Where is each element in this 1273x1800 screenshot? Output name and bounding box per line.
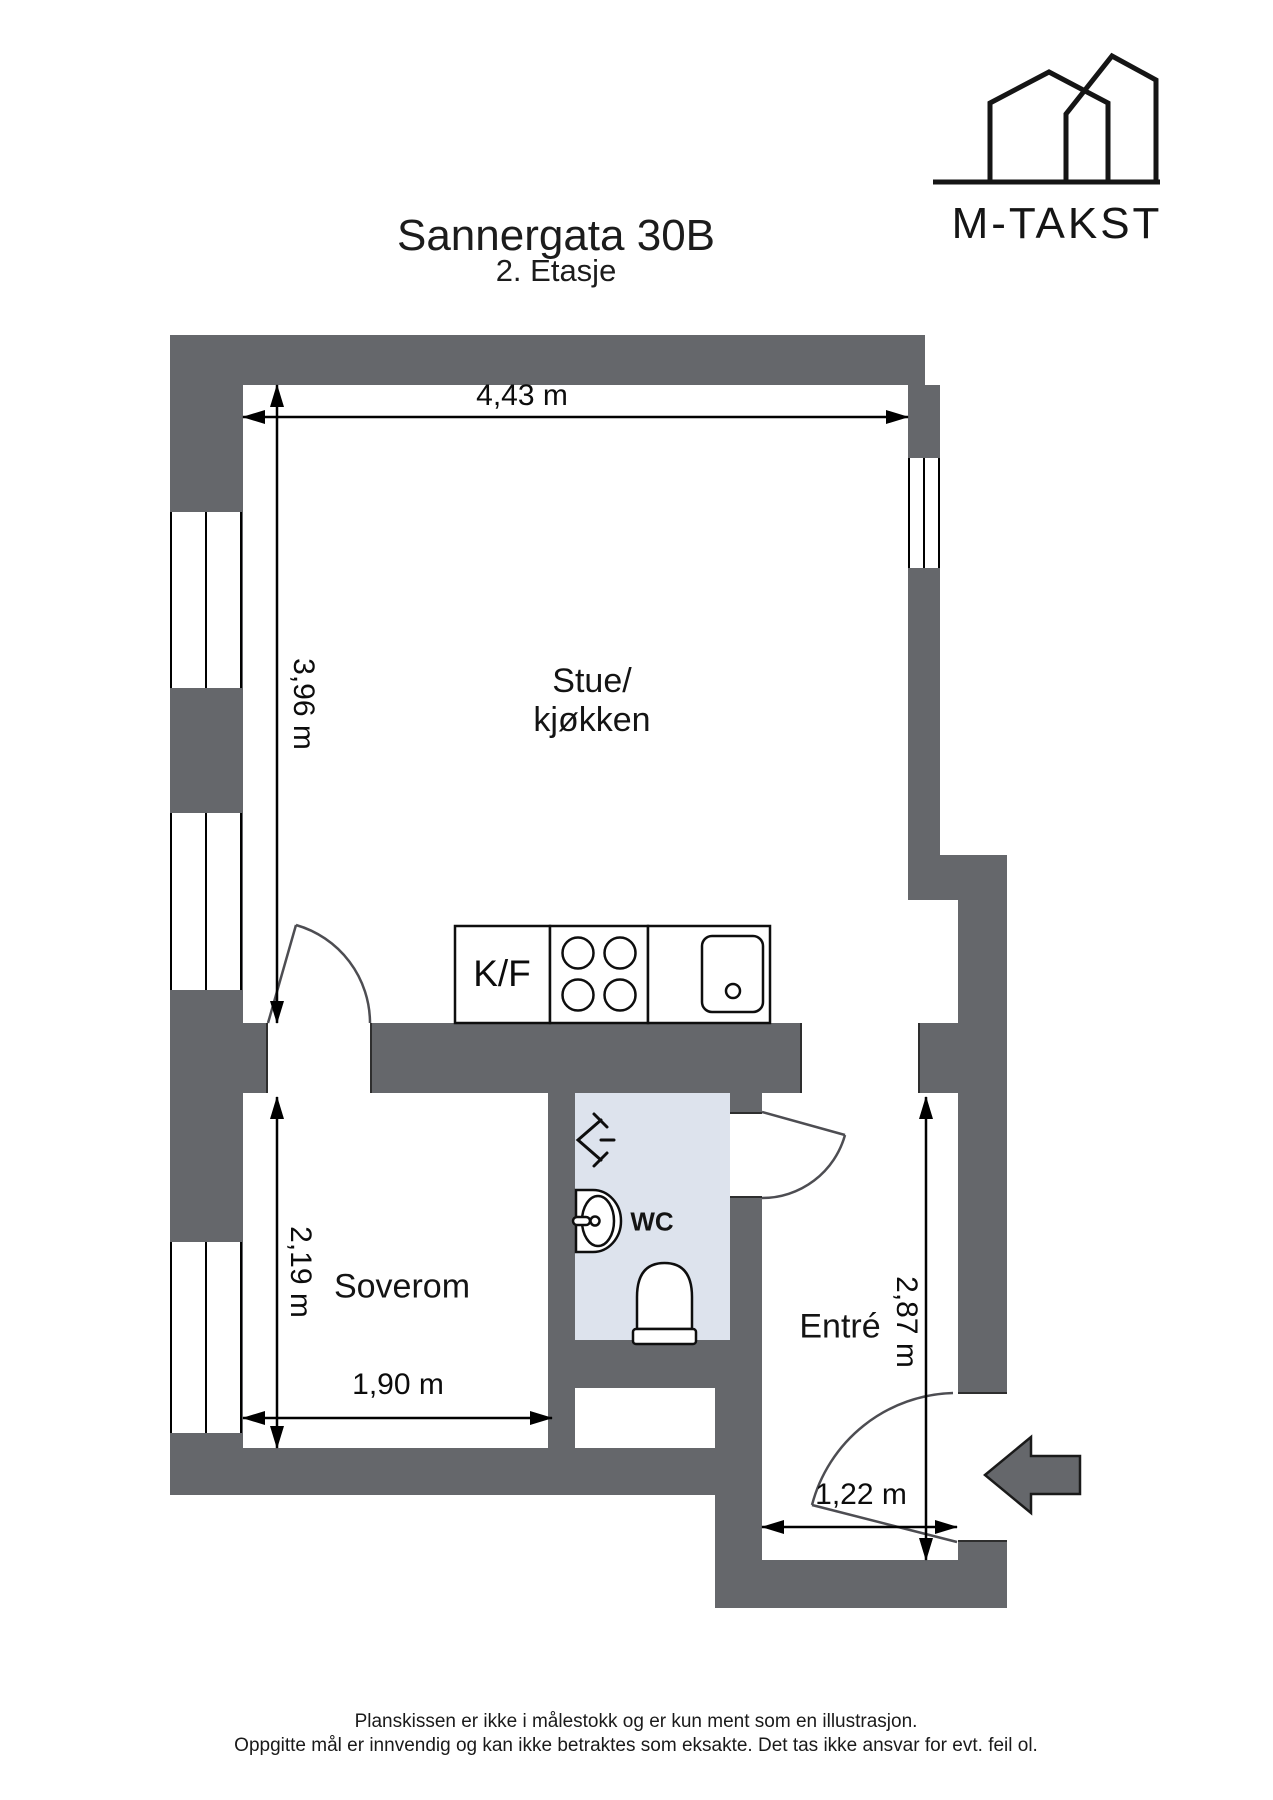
wall-top (170, 335, 925, 385)
mtakst-logo-icon (933, 52, 1160, 185)
dim-label-entry-width: 1,22 m (815, 1478, 907, 1511)
dim-label-bedroom-height: 2,19 m (284, 1226, 317, 1318)
sink-basin-icon (700, 934, 765, 1014)
wall-bedroom-bottom (170, 1448, 715, 1495)
room-label-wc: WC (630, 1206, 674, 1237)
room-label-bedroom: Soverom (333, 1267, 471, 1306)
entrance-arrow-icon (983, 1434, 1082, 1516)
door-opening-bedroom (266, 1023, 372, 1093)
page-title: Sannergata 30B (396, 211, 716, 260)
disclaimer-line-1: Planskissen er ikke i målestokk og er ku… (354, 1711, 918, 1732)
logo-house-left (987, 69, 1111, 182)
window-living-right (908, 458, 940, 568)
entrance-door-icon (810, 1391, 958, 1544)
dim-label-living-width: 4,43 m (476, 379, 568, 412)
door-opening-wc (730, 1112, 762, 1198)
disclaimer-line-2: Oppgitte mål er innvendig og kan ikke be… (234, 1735, 1038, 1756)
dim-label-bedroom-width: 1,90 m (352, 1368, 444, 1401)
logo-brand-text: M-TAKST (951, 199, 1163, 248)
room-label-living-line2: kjøkken (533, 701, 651, 739)
window-bedroom (170, 1242, 242, 1433)
dim-label-living-height: 3,96 m (287, 658, 320, 750)
dim-label-entry-height: 2,87 m (890, 1276, 923, 1368)
stove-burners-icon (561, 936, 637, 1012)
window-living-2 (170, 813, 242, 990)
room-label-entry: Entré (799, 1307, 881, 1346)
bedroom-door-icon (266, 923, 372, 1024)
wall-bedroom-wc-divider (548, 1093, 575, 1448)
toilet-icon (631, 1261, 698, 1346)
room-label-living-line1: Stue/ (552, 662, 632, 700)
fridge-freezer-box (453, 924, 552, 1025)
stove-box (548, 924, 650, 1025)
shower-icon (575, 1112, 616, 1168)
room-label-living: Stue/ kjøkken (533, 662, 650, 740)
wall-wc-bottom (548, 1340, 762, 1388)
fridge-freezer-label: K/F (473, 953, 531, 994)
window-living-1 (170, 512, 242, 688)
page-subtitle: 2. Etasje (495, 253, 617, 288)
logo-house-right (1063, 52, 1159, 182)
washbasin-icon (571, 1188, 623, 1254)
passage-opening-living-entry (800, 1023, 920, 1093)
wc-door-icon (761, 1110, 847, 1200)
wall-entry-bottom (715, 1560, 1007, 1608)
